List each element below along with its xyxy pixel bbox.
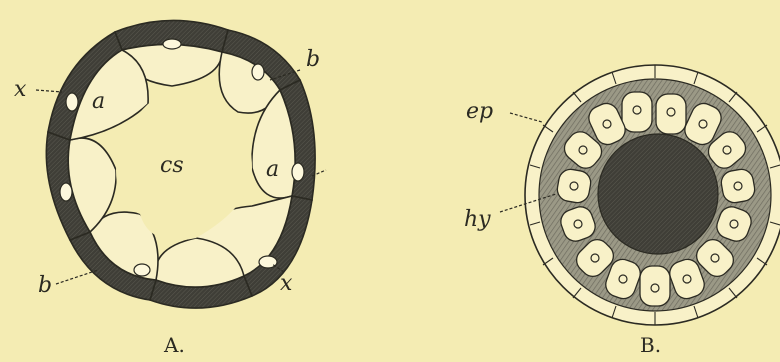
- panel-a-label-b-top: b: [306, 47, 320, 72]
- panel-a-label-cs: cs: [160, 153, 184, 178]
- panel-a-label-a-left: a: [92, 89, 105, 114]
- panel-b-core: [598, 134, 718, 254]
- panel-b-label-hy: hy: [464, 207, 491, 232]
- panel-a-label-a-right: a: [266, 157, 279, 182]
- panel-a-label-b-bottom: b: [38, 273, 52, 298]
- panel-a-caption: A.: [163, 333, 185, 357]
- panel-b: ep hy B.: [464, 65, 780, 357]
- panel-a-label-x-right: x: [280, 271, 293, 296]
- panel-a-label-x-left: x: [14, 77, 27, 102]
- panel-a: x a cs a b b x A.: [14, 20, 326, 357]
- panel-b-label-ep: ep: [466, 99, 493, 124]
- panel-b-caption: B.: [640, 333, 661, 357]
